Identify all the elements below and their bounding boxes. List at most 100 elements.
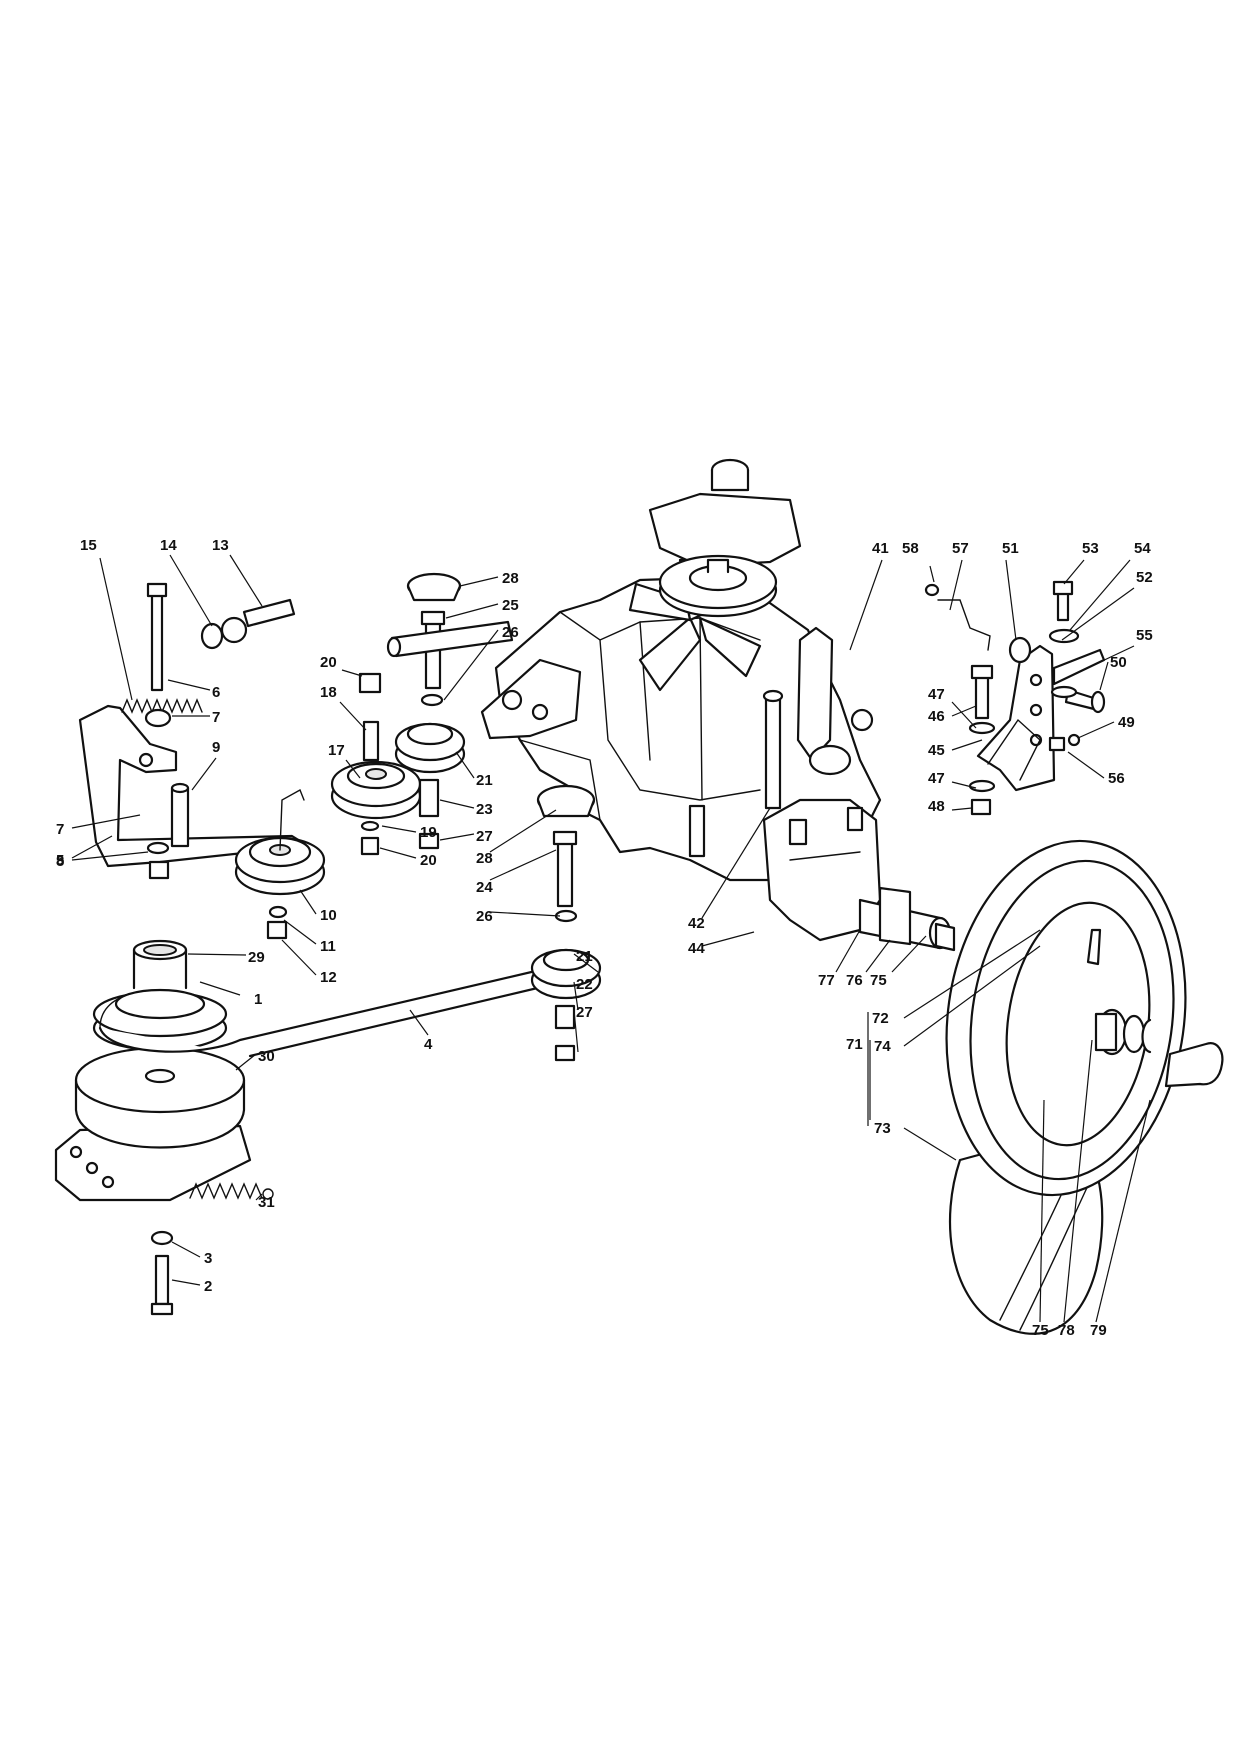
callout-7: 7 bbox=[212, 709, 220, 726]
callout-41: 41 bbox=[872, 540, 889, 557]
callout-28: 28 bbox=[502, 570, 519, 587]
callout-leader-75 bbox=[1039, 1099, 1045, 1323]
callout-leader-47 bbox=[951, 781, 977, 789]
callout-25: 25 bbox=[502, 597, 519, 614]
callout-leader-25 bbox=[445, 603, 499, 619]
callout-leader-45 bbox=[951, 739, 983, 751]
callout-leader-58 bbox=[929, 565, 935, 583]
callout-leader-44 bbox=[701, 931, 755, 947]
callout-8: 8 bbox=[56, 853, 64, 870]
callout-47: 47 bbox=[928, 770, 945, 787]
callout-leader-5 bbox=[71, 835, 113, 859]
callout-56: 56 bbox=[1108, 770, 1125, 787]
callout-leader-57 bbox=[949, 559, 963, 611]
callout-20: 20 bbox=[320, 654, 337, 671]
callout-leader-47 bbox=[951, 701, 977, 729]
callout-leader-48 bbox=[951, 807, 973, 811]
engine-clutch-assembly bbox=[54, 939, 274, 1316]
callout-13: 13 bbox=[212, 537, 229, 554]
callout-78: 78 bbox=[1058, 1322, 1075, 1339]
callout-leader-20 bbox=[341, 669, 363, 677]
callout-5: 5 bbox=[56, 852, 64, 869]
callout-48: 48 bbox=[928, 798, 945, 815]
rear-wheel bbox=[945, 839, 1224, 1335]
callout-76: 76 bbox=[846, 972, 863, 989]
callout-26: 26 bbox=[502, 624, 519, 641]
callout-leader-8 bbox=[71, 851, 149, 861]
callout-2: 2 bbox=[204, 1278, 212, 1295]
callout-31: 31 bbox=[258, 1194, 275, 1211]
axle-shaft bbox=[858, 886, 956, 952]
callout-19: 19 bbox=[420, 824, 437, 841]
callout-20: 20 bbox=[420, 852, 437, 869]
callout-leader-1 bbox=[199, 981, 241, 996]
callout-79: 79 bbox=[1090, 1322, 1107, 1339]
callout-leader-41 bbox=[849, 559, 883, 651]
callout-leader-27 bbox=[439, 833, 475, 841]
callout-73: 73 bbox=[874, 1120, 891, 1137]
callout-leader-26 bbox=[443, 629, 499, 701]
callout-leader-54 bbox=[1069, 559, 1131, 631]
callout-leader-56 bbox=[1067, 751, 1105, 779]
transmission-housing bbox=[480, 458, 882, 942]
callout-6: 6 bbox=[212, 684, 220, 701]
callout-17: 17 bbox=[328, 742, 345, 759]
callout-18: 18 bbox=[320, 684, 337, 701]
callout-53: 53 bbox=[1082, 540, 1099, 557]
callout-layer: 1234567789101112131415171819202021212223… bbox=[56, 537, 1153, 1339]
idler-pulley-10 bbox=[146, 789, 326, 940]
callout-leader-42 bbox=[701, 807, 771, 919]
callout-47: 47 bbox=[928, 686, 945, 703]
callout-leader-28 bbox=[489, 809, 557, 853]
callout-75: 75 bbox=[870, 972, 887, 989]
callout-24: 24 bbox=[476, 879, 493, 896]
callout-50: 50 bbox=[1110, 654, 1127, 671]
callout-leader-24 bbox=[489, 849, 557, 881]
callout-leader-29 bbox=[187, 953, 247, 956]
callout-leader-15 bbox=[99, 557, 133, 701]
callout-leader-21 bbox=[573, 953, 599, 973]
callout-leader-27 bbox=[573, 1009, 579, 1053]
callout-23: 23 bbox=[476, 801, 493, 818]
callout-55: 55 bbox=[1136, 627, 1153, 644]
callout-leader-55 bbox=[1061, 645, 1135, 681]
callout-74: 74 bbox=[874, 1038, 891, 1055]
callout-44: 44 bbox=[688, 940, 705, 957]
callout-57: 57 bbox=[952, 540, 969, 557]
callout-27: 27 bbox=[476, 828, 493, 845]
callout-72: 72 bbox=[872, 1010, 889, 1027]
control-bracket bbox=[924, 580, 1106, 816]
callout-45: 45 bbox=[928, 742, 945, 759]
callout-leader-21 bbox=[455, 751, 475, 779]
callout-28: 28 bbox=[476, 850, 493, 867]
callout-22: 22 bbox=[576, 976, 593, 993]
callout-10: 10 bbox=[320, 907, 337, 924]
callout-77: 77 bbox=[818, 972, 835, 989]
callout-leader-73 bbox=[903, 1127, 957, 1161]
callout-11: 11 bbox=[320, 938, 336, 955]
callout-75: 75 bbox=[1032, 1322, 1049, 1339]
callout-leader-18 bbox=[339, 701, 367, 731]
callout-leader-53 bbox=[1063, 559, 1085, 585]
callout-leader-49 bbox=[1077, 721, 1115, 739]
callout-52: 52 bbox=[1136, 569, 1153, 586]
callout-leader-12 bbox=[281, 939, 317, 976]
callout-leader-4 bbox=[409, 1009, 429, 1036]
callout-leader-51 bbox=[1005, 559, 1017, 641]
callout-leader-78 bbox=[1063, 1039, 1093, 1323]
callout-leader-74 bbox=[903, 945, 1041, 1047]
callout-3: 3 bbox=[204, 1250, 212, 1267]
callout-leader-30 bbox=[235, 1053, 257, 1071]
callout-leader-20 bbox=[379, 847, 417, 859]
callout-leader-77 bbox=[835, 929, 861, 973]
idler-pulley-lower bbox=[530, 784, 602, 1062]
idler-pulley-17 bbox=[330, 672, 422, 856]
callout-leader-19 bbox=[381, 825, 417, 833]
callout-7: 7 bbox=[56, 821, 64, 838]
callout-46: 46 bbox=[928, 708, 945, 725]
callout-71: 71 bbox=[846, 1036, 863, 1053]
callout-leader-46 bbox=[951, 705, 977, 717]
callout-9: 9 bbox=[212, 739, 220, 756]
callout-leader-50 bbox=[1099, 661, 1109, 691]
